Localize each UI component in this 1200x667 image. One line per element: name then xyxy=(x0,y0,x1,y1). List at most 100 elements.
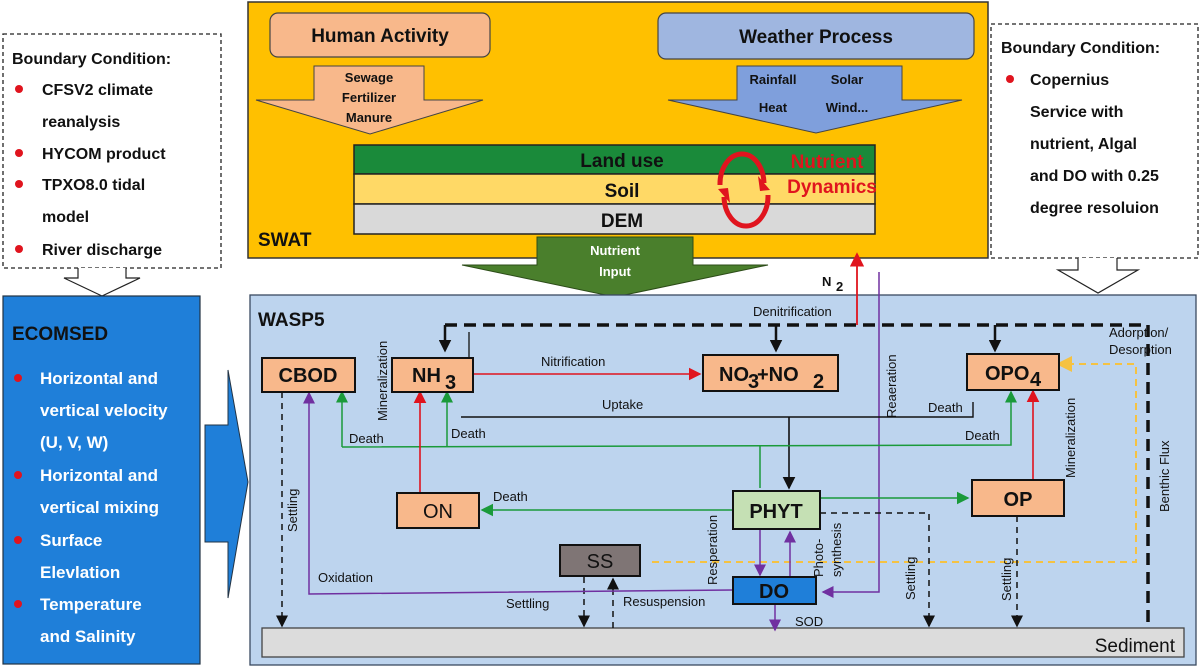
resuspension-label: Resuspension xyxy=(623,594,705,609)
ecomsed-item-mixing-cont: vertical mixing xyxy=(40,498,159,517)
boundary-item-tpxo: TPXO8.0 tidal xyxy=(42,177,145,194)
nutrient-dynamics-label-1: Nutrient xyxy=(791,152,865,173)
weather-input-solar: Solar xyxy=(831,72,864,87)
no3-subscript: 3 xyxy=(748,371,759,393)
nutrient-input-label-1: Nutrient xyxy=(590,243,641,258)
death-label-on: Death xyxy=(493,489,528,504)
bullet-icon xyxy=(15,245,23,253)
no2-subscript: 2 xyxy=(813,371,824,393)
reaeration-label: Reaeration xyxy=(884,354,899,418)
death-label-cbod: Death xyxy=(349,431,384,446)
soil-label: Soil xyxy=(605,181,640,202)
left-boundary-box: Boundary Condition: CFSV2 climate reanal… xyxy=(2,33,222,269)
boundary-item-tpxo-cont: model xyxy=(42,209,89,226)
boundary-item-hycom: HYCOM product xyxy=(42,146,166,163)
boundary-copernicus-line: and DO with 0.25 xyxy=(1030,168,1159,185)
node-do[interactable]: DO xyxy=(732,576,817,605)
nh3-subscript: 3 xyxy=(445,372,456,394)
on-label: ON xyxy=(423,501,453,523)
node-ss[interactable]: SS xyxy=(559,544,641,577)
settling-arrow-phyt xyxy=(820,512,935,628)
sod-label: SOD xyxy=(795,614,823,629)
op-label: OP xyxy=(1004,489,1033,511)
human-input-manure: Manure xyxy=(346,110,392,125)
down-arrow-icon xyxy=(63,268,141,297)
bullet-icon xyxy=(15,85,23,93)
nutrient-cycle-icon xyxy=(717,151,771,229)
ecomsed-item-velocity: Horizontal and xyxy=(40,369,158,388)
nutrient-input-label-2: Input xyxy=(599,264,631,279)
adsorption-label-1: Adorption/ xyxy=(1109,325,1169,340)
swat-label: SWAT xyxy=(258,230,312,251)
uptake-line xyxy=(461,402,974,418)
do-label: DO xyxy=(759,581,789,603)
ecomsed-item-temperature: Temperature xyxy=(40,595,142,614)
human-input-sewage: Sewage xyxy=(345,70,393,85)
n2-label: N xyxy=(822,274,831,289)
death-label-nh3: Death xyxy=(451,426,486,441)
node-op[interactable]: OP xyxy=(971,479,1065,517)
boundary-item-river: River discharge xyxy=(42,242,162,259)
no2-label: +NO xyxy=(757,364,799,386)
dem-layer xyxy=(353,203,876,235)
bullet-icon xyxy=(1006,75,1014,83)
adsorption-label-2: Desorption xyxy=(1109,342,1172,357)
bullet-icon xyxy=(15,149,23,157)
denitrification-label: Denitrification xyxy=(753,304,832,319)
oxidation-label: Oxidation xyxy=(318,570,373,585)
bullet-icon xyxy=(14,471,22,479)
node-phyt[interactable]: PHYT xyxy=(732,490,821,530)
node-no3-no2[interactable]: NO 3 +NO 2 xyxy=(702,354,839,393)
settling-label-ss: Settling xyxy=(506,596,549,611)
soil-layer xyxy=(353,173,876,205)
nitrification-label: Nitrification xyxy=(541,354,605,369)
mineralization-label-op: Mineralization xyxy=(1063,398,1078,478)
death-label-opo4-green: Death xyxy=(965,428,1000,443)
ecomsed-item-elevation-cont: Elevlation xyxy=(40,563,120,582)
node-nh3[interactable]: NH 3 xyxy=(391,357,474,394)
resperation-label: Resperation xyxy=(705,515,720,585)
oxidation-arrow xyxy=(303,391,734,595)
weather-process-box xyxy=(657,12,975,60)
weather-input-rainfall: Rainfall xyxy=(750,72,797,87)
death-arrow-opo4 xyxy=(341,390,1017,448)
ecomsed-item-temperature-cont: and Salinity xyxy=(40,627,136,646)
bullet-icon xyxy=(14,600,22,608)
node-opo4[interactable]: OPO 4 xyxy=(966,353,1060,391)
dem-label: DEM xyxy=(601,211,643,232)
benthic-flux-label: Benthic Flux xyxy=(1157,440,1172,512)
bullet-icon xyxy=(14,374,22,382)
right-boundary-box: Boundary Condition: Copernius Service wi… xyxy=(990,23,1199,259)
nutrient-dynamics-label-2: Dynamics xyxy=(787,177,877,198)
boundary-copernicus-line: Copernius xyxy=(1030,72,1109,89)
boundary-item-cfsv2-cont: reanalysis xyxy=(42,114,120,131)
wasp5-label: WASP5 xyxy=(258,310,325,331)
weather-input-wind: Wind... xyxy=(826,100,869,115)
settling-label-cbod: Settling xyxy=(285,489,300,532)
boundary-copernicus-line: nutrient, Algal xyxy=(1030,136,1137,153)
cbod-label: CBOD xyxy=(279,365,338,387)
land-use-layer xyxy=(353,144,876,175)
ecomsed-item-velocity-cont: (U, V, W) xyxy=(40,433,108,452)
sediment-label: Sediment xyxy=(1095,636,1176,657)
photosynthesis-label-2: synthesis xyxy=(829,522,844,577)
adsorption-path xyxy=(652,356,1137,563)
sediment-layer xyxy=(261,627,1185,658)
bullet-icon xyxy=(14,536,22,544)
opo4-label: OPO xyxy=(985,363,1029,385)
photosynthesis-label-1: Photo- xyxy=(811,539,826,577)
death-label-opo4: Death xyxy=(928,400,963,415)
right-boundary-title: Boundary Condition: xyxy=(1001,40,1160,57)
human-activity-box xyxy=(269,12,491,58)
benthic-flux-path xyxy=(445,323,1150,628)
left-boundary-title: Boundary Condition: xyxy=(12,51,171,68)
n2-subscript: 2 xyxy=(836,279,843,294)
reaeration-arrow xyxy=(821,272,880,598)
nh3-label: NH xyxy=(412,365,441,387)
human-input-arrow-icon xyxy=(255,65,484,135)
weather-input-heat: Heat xyxy=(759,100,788,115)
human-input-fertilizer: Fertilizer xyxy=(342,90,396,105)
node-cbod[interactable]: CBOD xyxy=(261,357,356,393)
node-on[interactable]: ON xyxy=(396,492,480,529)
phyt-label: PHYT xyxy=(749,501,802,523)
